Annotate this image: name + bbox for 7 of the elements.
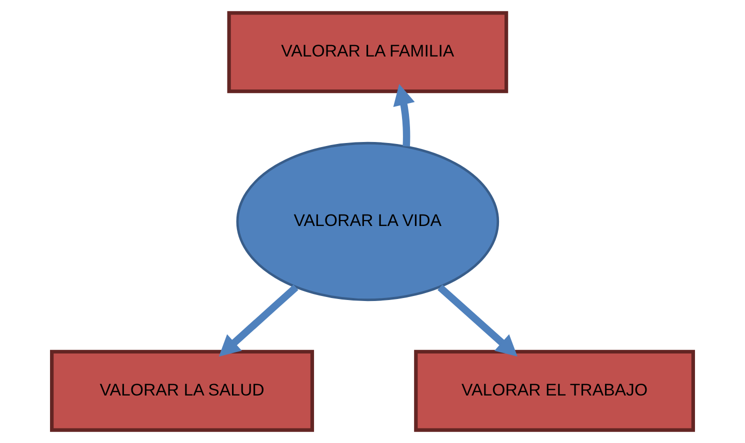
arrow (393, 84, 415, 146)
node-box: VALORAR LA FAMILIA (227, 11, 508, 94)
node-box: VALORAR LA SALUD (50, 350, 314, 432)
node-ellipse: VALORAR LA VIDA (236, 142, 500, 302)
node-box: VALORAR EL TRABAJO (414, 350, 695, 432)
arrow (218, 284, 298, 357)
arrow (438, 284, 518, 357)
